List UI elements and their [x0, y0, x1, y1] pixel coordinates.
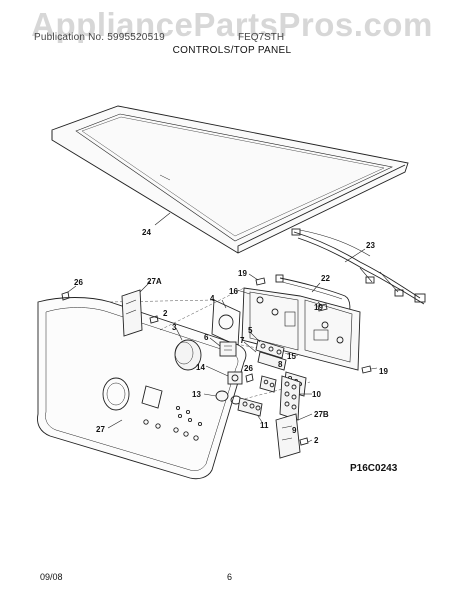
callout-labels: 24 23 22 19 19 19 16 27A 26 2 3 4 5 6 7 … — [74, 228, 388, 445]
footer-page-number: 6 — [227, 572, 233, 582]
callout-24: 24 — [142, 228, 151, 237]
callout-10: 10 — [312, 390, 321, 399]
callout-7: 7 — [240, 336, 245, 345]
callout-15: 15 — [287, 352, 296, 361]
screw-26-drawing — [61, 291, 70, 301]
callout-13: 13 — [192, 390, 201, 399]
bracket-left-drawing — [121, 289, 143, 337]
watermark: AppliancePartsPros.com — [31, 6, 433, 43]
diagram-code: P16C0243 — [350, 463, 398, 474]
callout-19-mid: 19 — [314, 303, 323, 312]
callout-11: 11 — [260, 421, 269, 430]
bracket-right-drawing — [275, 413, 301, 459]
callout-3: 3 — [172, 323, 177, 332]
callout-19-right: 19 — [379, 367, 388, 376]
switch-14-drawing — [227, 371, 254, 385]
screw-2-drawing — [149, 315, 159, 324]
publication-number: Publication No. 5995520519 — [34, 32, 165, 43]
top-panel-drawing — [51, 105, 409, 254]
callout-16: 16 — [229, 287, 238, 296]
callout-14: 14 — [196, 363, 205, 372]
control-board-drawing — [211, 287, 361, 371]
callout-23: 23 — [366, 241, 375, 250]
screws-19-drawing — [255, 277, 372, 374]
callout-27: 27 — [96, 425, 105, 434]
callout-19-top: 19 — [238, 269, 247, 278]
switch-9-10-drawing — [279, 375, 301, 421]
callout-22: 22 — [321, 274, 330, 283]
model-number: FEQ7STH — [238, 32, 285, 43]
wire-harness-right-drawing — [291, 228, 426, 305]
callout-26b: 26 — [244, 364, 253, 373]
callout-26: 26 — [74, 278, 83, 287]
callout-5: 5 — [248, 326, 253, 335]
page-title: CONTROLS/TOP PANEL — [172, 45, 292, 56]
encoder-drawing — [219, 341, 237, 357]
callout-2-right: 2 — [314, 436, 319, 445]
callout-4: 4 — [210, 294, 215, 303]
callout-6: 6 — [204, 333, 209, 342]
knob-drawing — [174, 339, 202, 371]
screw-2-right-drawing — [299, 437, 309, 446]
switch-11-drawing — [237, 397, 263, 417]
callout-9: 9 — [292, 426, 297, 435]
callout-2-left: 2 — [163, 309, 168, 318]
callout-27b: 27B — [314, 410, 329, 419]
footer-date: 09/08 — [40, 572, 63, 582]
callout-27a: 27A — [147, 277, 162, 286]
callout-8: 8 — [278, 360, 283, 369]
